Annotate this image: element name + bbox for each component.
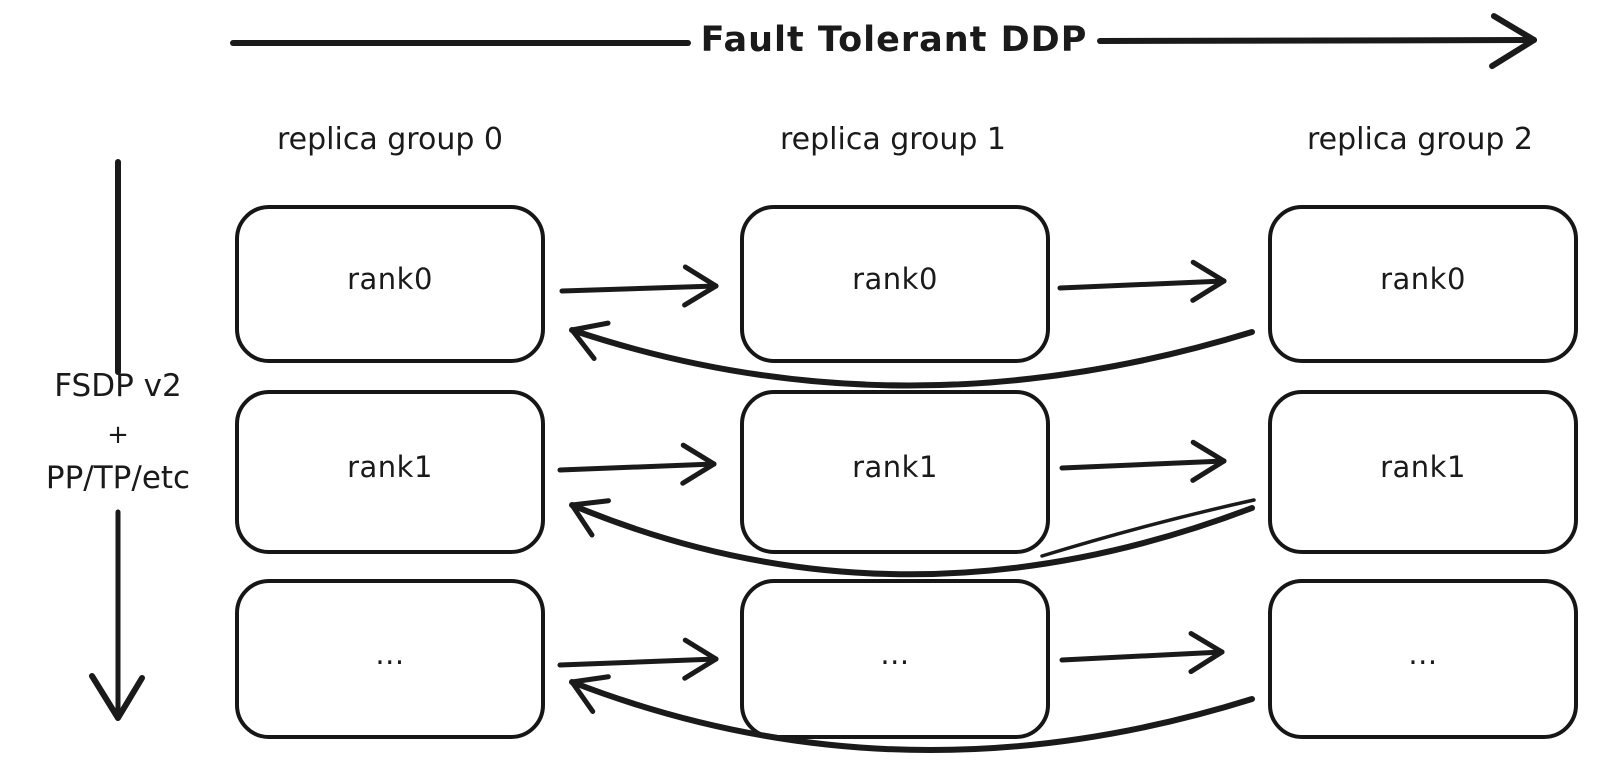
replica-group-1-header: replica group 1 [779, 122, 1007, 157]
return-arrow-row1-double-stroke [1040, 498, 1256, 558]
node-label: rank0 [1380, 262, 1466, 296]
fault-tolerant-ddp-axis-label: Fault Tolerant DDP [700, 20, 1088, 60]
node-label: rank1 [347, 450, 433, 484]
node-box-group2-ellipsis: ... [1268, 579, 1578, 739]
forward-arrow-row0-g1-g2 [1057, 259, 1227, 303]
node-label: ... [375, 637, 405, 671]
forward-arrow-row0-g0-g1 [559, 264, 719, 308]
node-box-group1-ellipsis: ... [740, 579, 1050, 739]
fsdp-axis-label-line3: PP/TP/etc [45, 460, 191, 496]
node-label: rank0 [347, 262, 433, 296]
node-label: ... [1408, 637, 1438, 671]
forward-arrow-row2-g0-g1 [557, 637, 719, 681]
node-box-group1-rank0: rank0 [740, 205, 1050, 363]
node-box-group2-rank0: rank0 [1268, 205, 1578, 363]
forward-arrow-row2-g1-g2 [1059, 631, 1225, 675]
node-box-group0-ellipsis: ... [235, 579, 545, 739]
node-box-group2-rank1: rank1 [1268, 390, 1578, 554]
node-label: rank0 [852, 262, 938, 296]
node-label: ... [880, 637, 910, 671]
forward-arrow-row1-g0-g1 [557, 442, 717, 486]
forward-arrow-row1-g1-g2 [1059, 439, 1227, 483]
node-label: rank1 [1380, 450, 1466, 484]
node-label: rank1 [852, 450, 938, 484]
replica-group-2-header: replica group 2 [1306, 122, 1534, 157]
node-box-group0-rank0: rank0 [235, 205, 545, 363]
fsdp-axis-label-line1: FSDP v2 [54, 368, 182, 404]
replica-group-0-header: replica group 0 [276, 122, 504, 157]
node-box-group0-rank1: rank1 [235, 390, 545, 554]
fsdp-axis-label-line2: + [107, 420, 129, 450]
node-box-group1-rank1: rank1 [740, 390, 1050, 554]
